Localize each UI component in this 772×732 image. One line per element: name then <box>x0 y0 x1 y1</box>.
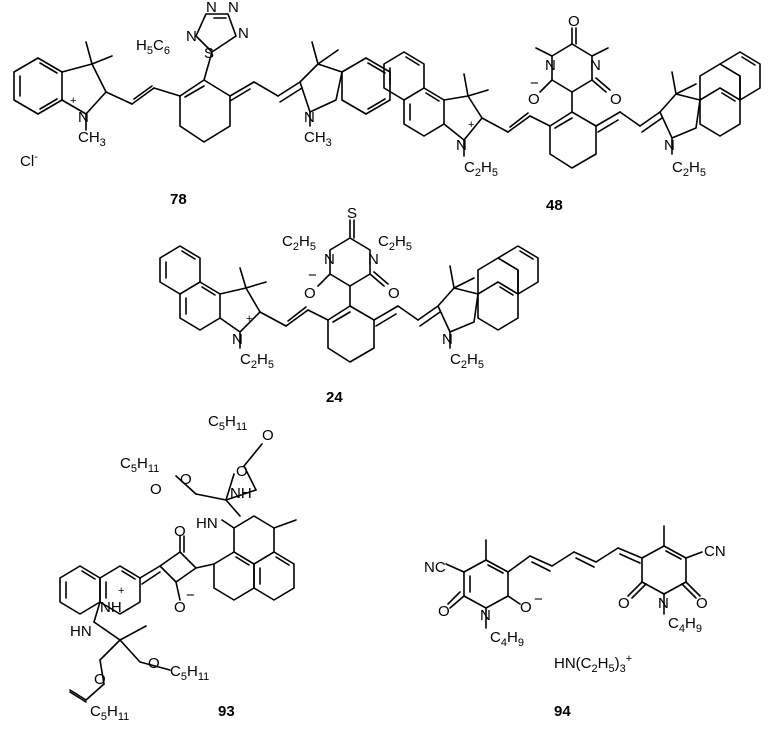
c24-barb-o2: O <box>304 285 316 302</box>
c24-ring-n-left: N <box>232 331 243 348</box>
c94-counterion: HN(C2H5)3+ <box>554 653 632 675</box>
c93-pentyl3: C5H11 <box>170 663 209 683</box>
c78-phenyl-sub: H5C6 <box>136 37 170 57</box>
c48-ring-n-left: N <box>456 137 467 154</box>
c93-plus-charge: + <box>118 585 124 597</box>
c48-barb-n2: N <box>590 57 601 74</box>
c93-minus-charge: − <box>186 587 195 604</box>
c24-ethyl-right: C2H5 <box>450 351 484 371</box>
c48-barb-o1: O <box>568 13 580 30</box>
c78-tetrazole-n2: N <box>228 0 239 16</box>
c93-pentyl4: C5H11 <box>90 703 129 723</box>
c94-oxygen-left: O <box>438 603 450 620</box>
c78-sulfur: S <box>204 45 214 62</box>
compound-78: N + CH3 Cl- S N H5C6 N N N N CH3 78 <box>13 0 391 208</box>
c24-ethyl-left: C2H5 <box>240 351 274 371</box>
compound-94: NC CN O O − N C4H9 O O N C4H9 HN(C2H5)3+… <box>424 525 726 720</box>
c93-amine2: HN <box>196 515 218 532</box>
c48-minus-charge: − <box>530 75 539 92</box>
c94-pyridone-n-right: N <box>658 595 669 612</box>
compound-24: N + C2H5 N N C2H5 C2H5 S O O − N C2H5 24 <box>159 205 539 406</box>
c93-ester-o5: O <box>148 655 160 672</box>
c78-tetrazole-n4: N <box>206 0 217 16</box>
c93-amine1: NH <box>230 485 252 502</box>
c78-methyl-left: CH3 <box>78 129 106 149</box>
c93-ester-o2: O <box>236 463 248 480</box>
c94-oxygen-right2: O <box>696 595 708 612</box>
c94-butyl-left: C4H9 <box>490 629 524 649</box>
c94-cyano-left: NC <box>424 559 446 576</box>
c93-amine4: HN <box>70 623 92 640</box>
c24-minus-charge: − <box>308 267 317 284</box>
c94-cyano-right: CN <box>704 543 726 560</box>
c48-ethyl-left: C2H5 <box>464 159 498 179</box>
c94-oxygen-minus: O <box>520 599 532 616</box>
c24-plus-charge: + <box>246 313 252 325</box>
c48-ethyl-right: C2H5 <box>672 159 706 179</box>
c78-plus-charge: + <box>70 95 76 107</box>
c24-barb-ethyl2: C2H5 <box>378 233 412 253</box>
c78-ring-n-left: N <box>78 109 89 126</box>
c93-amine3: NH <box>100 599 122 616</box>
c93-pentyl1: C5H11 <box>208 413 247 433</box>
compound-94-number: 94 <box>554 703 571 720</box>
c24-barb-o1: O <box>388 285 400 302</box>
c93-squaraine-o: O <box>174 523 186 540</box>
c93-squaraine-o-minus: O <box>174 599 186 616</box>
c78-tetrazole-n: N <box>186 28 197 45</box>
c94-oxygen-right1: O <box>618 595 630 612</box>
compound-93-number: 93 <box>218 703 235 720</box>
c78-counterion: Cl- <box>20 151 38 170</box>
c78-tetrazole-n3: N <box>238 25 249 42</box>
c48-barb-n1: N <box>545 57 556 74</box>
c94-butyl-right: C4H9 <box>668 615 702 635</box>
c48-plus-charge: + <box>468 119 474 131</box>
compound-48-number: 48 <box>546 197 563 214</box>
c94-minus-charge: − <box>534 591 543 608</box>
c24-ring-n-right: N <box>442 331 453 348</box>
compound-78-number: 78 <box>170 191 187 208</box>
c93-ester-o3: O <box>150 481 162 498</box>
c24-barb-ethyl1: C2H5 <box>282 233 316 253</box>
compound-48: N + C2H5 N N O O O − N C2H5 48 <box>383 13 761 214</box>
c93-ester-o1: O <box>262 427 274 444</box>
c48-barb-o2: O <box>610 91 622 108</box>
c24-barb-n2: N <box>368 251 379 268</box>
c48-barb-o3: O <box>528 91 540 108</box>
c93-ester-o4: O <box>180 471 192 488</box>
c24-thio: S <box>347 205 357 222</box>
c93-pentyl2: C5H11 <box>120 455 159 475</box>
c94-pyridone-n-left: N <box>480 607 491 624</box>
c93-ester-o6: O <box>94 671 106 688</box>
c78-methyl-right: CH3 <box>304 129 332 149</box>
compound-93: NH HN NH HN + O O − C5H11 O O C5H11 O O … <box>59 413 297 723</box>
c78-ring-n-right: N <box>304 109 315 126</box>
c24-barb-n1: N <box>324 251 335 268</box>
compound-24-number: 24 <box>326 389 343 406</box>
c48-ring-n-right: N <box>664 137 675 154</box>
